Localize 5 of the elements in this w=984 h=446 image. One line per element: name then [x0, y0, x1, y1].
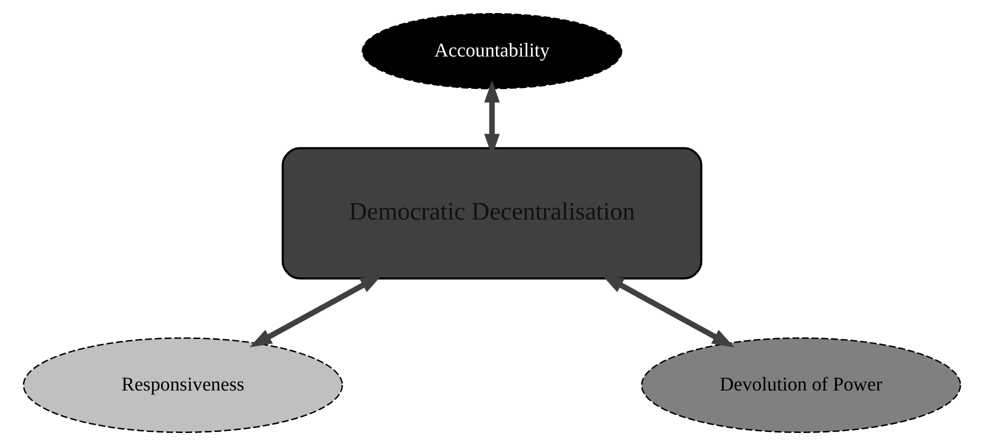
arrow — [250, 274, 383, 348]
node-ellipse: Responsiveness — [22, 337, 343, 433]
node-ellipse: Devolution of Power — [641, 337, 962, 433]
node-ellipse: Accountability — [362, 13, 622, 90]
arrow — [601, 274, 734, 348]
